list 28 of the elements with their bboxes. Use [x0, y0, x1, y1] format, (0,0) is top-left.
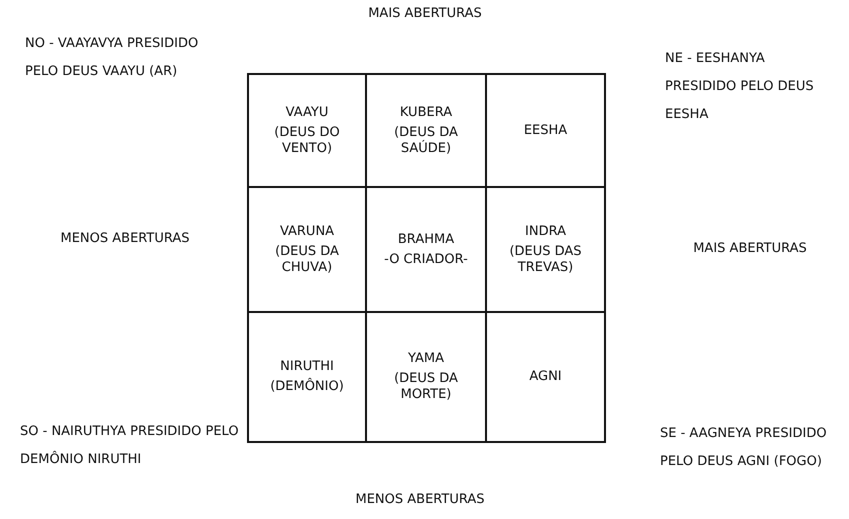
- grid-cell: [247, 73, 367, 188]
- direction-note: MENOS ABERTURAS: [354, 491, 486, 509]
- deity-name: EESHA: [524, 122, 568, 138]
- deity-description: -O CRIADOR-: [384, 252, 468, 268]
- deity-description: (DEUS DA SAÚDE): [393, 124, 459, 156]
- corner-note: SE - AAGNEYA PRESIDIDO PELO DEUS AGNI (FOGO): [660, 425, 828, 471]
- deity-description: (DEUS DA MORTE): [393, 371, 459, 403]
- grid-cell: [485, 311, 606, 443]
- direction-note: MAIS ABERTURAS: [692, 240, 808, 258]
- direction-note: MAIS ABERTURAS: [367, 5, 483, 23]
- deity-description: (DEMÔNIO): [270, 379, 344, 395]
- deity-description: (DEUS DO VENTO): [273, 124, 341, 156]
- deity-name: YAMA: [408, 351, 444, 367]
- corner-note: NE - EESHANYA PRESIDIDO PELO DEUS EESHA: [665, 50, 815, 124]
- corner-note: NO - VAAYAVYA PRESIDIDO PELO DEUS VAAYU (AR): [25, 35, 200, 81]
- corner-note: SO - NAIRUTHYA PRESIDIDO PELO DEMÔNIO NIRUTHI: [20, 423, 240, 469]
- deity-description: (DEUS DA CHUVA): [274, 244, 340, 276]
- grid-cell: [247, 311, 367, 443]
- direction-note: MENOS ABERTURAS: [60, 230, 190, 248]
- deity-name: INDRA: [525, 224, 566, 240]
- deity-name: BRAHMA: [398, 232, 454, 248]
- deity-name: VARUNA: [280, 224, 334, 240]
- deity-name: VAAYU: [286, 104, 328, 120]
- deity-description: (DEUS DAS TREVAS): [508, 244, 583, 276]
- deity-name: KUBERA: [400, 104, 452, 120]
- deity-name: AGNI: [529, 369, 562, 385]
- deity-name: NIRUTHI: [280, 359, 334, 375]
- grid-cell: [485, 73, 606, 188]
